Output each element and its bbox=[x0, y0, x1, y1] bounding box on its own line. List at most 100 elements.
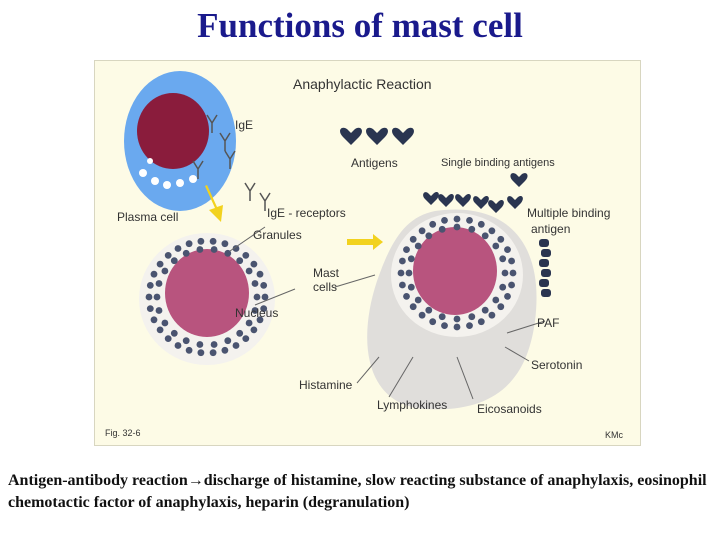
granule bbox=[438, 313, 446, 321]
granule bbox=[466, 322, 473, 329]
granule bbox=[150, 316, 158, 324]
granule bbox=[481, 232, 489, 240]
granule bbox=[409, 303, 417, 311]
granule bbox=[196, 341, 204, 348]
label-fig-number: Fig. 32-6 bbox=[105, 428, 141, 438]
figure-heading: Anaphylactic Reaction bbox=[293, 76, 432, 92]
right-mast-cell-granules bbox=[397, 215, 517, 331]
granule bbox=[405, 269, 413, 277]
granule bbox=[242, 252, 250, 259]
multiple-binding-antigen-chain bbox=[539, 239, 551, 297]
granule bbox=[260, 305, 268, 312]
granule bbox=[156, 260, 164, 268]
granule bbox=[504, 246, 511, 254]
granule bbox=[403, 293, 410, 300]
granule bbox=[260, 282, 268, 289]
label-multiple-binding-1: Multiple binding bbox=[527, 206, 611, 220]
granule bbox=[492, 242, 500, 250]
granule bbox=[164, 252, 172, 259]
granule bbox=[182, 249, 190, 257]
granule bbox=[481, 306, 489, 314]
label-single-binding: Single binding antigens bbox=[441, 157, 555, 169]
granule bbox=[174, 245, 182, 252]
granule bbox=[441, 217, 448, 224]
granule bbox=[232, 245, 240, 252]
granule bbox=[145, 293, 153, 301]
granule bbox=[466, 217, 473, 224]
granule bbox=[146, 305, 154, 312]
granule bbox=[170, 329, 178, 337]
granule bbox=[477, 318, 485, 326]
granule bbox=[425, 306, 433, 314]
granule bbox=[441, 322, 448, 329]
antigen-row-top bbox=[340, 127, 528, 187]
right-mast-cell-nucleus bbox=[413, 227, 497, 315]
granule bbox=[174, 342, 182, 349]
arrow-left-to-right bbox=[347, 234, 383, 250]
granule bbox=[196, 246, 204, 253]
granule bbox=[414, 296, 422, 304]
granule bbox=[497, 235, 505, 243]
plasma-cell-nucleus bbox=[137, 93, 209, 169]
granule bbox=[197, 237, 205, 245]
granule bbox=[245, 319, 253, 327]
granule bbox=[170, 257, 178, 265]
bound-antigens bbox=[423, 191, 523, 213]
granule bbox=[209, 237, 217, 245]
granule bbox=[261, 293, 269, 301]
label-multiple-binding-2: antigen bbox=[531, 222, 571, 236]
granule bbox=[232, 342, 240, 349]
granule bbox=[221, 240, 229, 248]
granule bbox=[508, 257, 515, 265]
label-ige-receptors: IgE - receptors bbox=[267, 206, 346, 220]
granule bbox=[153, 293, 161, 301]
label-pointer-lines bbox=[229, 226, 546, 400]
label-ige: IgE bbox=[235, 118, 254, 132]
granule bbox=[197, 349, 205, 357]
granule bbox=[250, 326, 258, 334]
label-mast-cells-2: cells bbox=[313, 280, 338, 294]
granule bbox=[242, 335, 250, 342]
granule bbox=[488, 311, 496, 319]
granule bbox=[399, 257, 406, 265]
label-histamine: Histamine bbox=[299, 378, 353, 392]
granule bbox=[185, 346, 193, 354]
granule bbox=[497, 303, 505, 311]
granule bbox=[150, 270, 158, 278]
granule bbox=[236, 257, 244, 265]
ige-antibodies bbox=[192, 114, 271, 211]
granule bbox=[164, 335, 172, 342]
granule bbox=[155, 280, 163, 287]
granule bbox=[508, 281, 515, 289]
granule bbox=[403, 246, 410, 254]
granule bbox=[407, 255, 415, 263]
granule bbox=[453, 223, 461, 231]
left-mast-cell-nucleus bbox=[165, 249, 249, 337]
granule bbox=[429, 318, 437, 326]
granule bbox=[438, 225, 446, 233]
left-mast-cell-granules bbox=[145, 237, 269, 357]
label-serotonin: Serotonin bbox=[531, 358, 583, 372]
granule bbox=[156, 326, 164, 334]
granule bbox=[253, 293, 261, 301]
arrow-plasma-to-mast bbox=[205, 185, 223, 222]
granule bbox=[453, 323, 461, 331]
label-antigens: Antigens bbox=[351, 156, 398, 170]
granule bbox=[161, 267, 169, 275]
granule bbox=[251, 280, 259, 287]
granule bbox=[414, 242, 422, 250]
granule bbox=[407, 283, 415, 291]
granule bbox=[256, 270, 264, 278]
granule bbox=[182, 337, 190, 345]
granule bbox=[453, 315, 461, 323]
label-lymphokines: Lymphokines bbox=[377, 398, 448, 412]
anaphylactic-reaction-figure: Anaphylactic Reaction IgE Antigens Singl… bbox=[94, 60, 641, 446]
granule bbox=[477, 220, 485, 228]
granule bbox=[224, 337, 232, 345]
granule bbox=[418, 311, 426, 319]
granule bbox=[509, 269, 517, 277]
label-credit: KMc bbox=[605, 430, 623, 440]
granule bbox=[221, 346, 229, 354]
granule bbox=[210, 341, 218, 348]
label-granules: Granules bbox=[253, 228, 302, 242]
